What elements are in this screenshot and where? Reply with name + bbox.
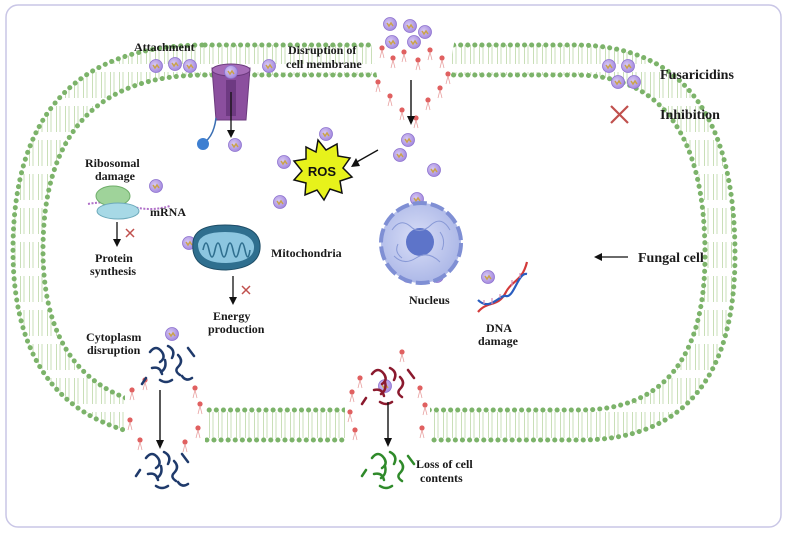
ros-label: ROS (308, 164, 337, 179)
ribosome (87, 185, 171, 220)
arrow-fungal-cell (594, 253, 628, 261)
arrow-loss-of-contents (384, 402, 392, 447)
label-cytoplasm-line2: disruption (87, 343, 141, 357)
mitochondria (192, 224, 261, 271)
label-fungal-cell: Fungal cell (638, 251, 704, 266)
cell-content-debris-green (360, 450, 416, 490)
label-energy-line2: production (208, 322, 265, 336)
label-dna-line1: DNA (486, 321, 512, 335)
arrow-cytoplasm (156, 390, 164, 449)
cytoplasm-debris-top (140, 344, 196, 386)
cell-content-debris-red (360, 366, 416, 406)
inhibition-icon-energy (241, 285, 251, 295)
label-mitochondria: Mitochondria (271, 246, 342, 260)
label-loss-line2: contents (420, 471, 463, 485)
cytoplasm-debris-bottom (134, 450, 190, 490)
arrow-energy-production (229, 276, 237, 305)
membrane-rupture-bottom-left (125, 376, 205, 455)
arrow-protein-synthesis (113, 222, 121, 247)
label-energy-line1: Energy (213, 309, 250, 323)
arrow-to-ros (351, 149, 379, 167)
label-protein-line1: Protein (95, 251, 133, 265)
label-ribosomal-line1: Ribosomal (85, 156, 140, 170)
label-cytoplasm-line1: Cytoplasm (86, 330, 141, 344)
dna-helix (477, 261, 529, 313)
label-protein-line2: synthesis (90, 264, 136, 278)
nucleus (379, 201, 463, 285)
label-disruption-line2: cell membrane (286, 57, 362, 71)
label-ribosomal-line2: damage (95, 169, 136, 183)
legend-inhibition: Inhibition (660, 108, 720, 123)
membrane-rupture-top (370, 38, 455, 129)
label-attachment: Attachment (134, 40, 195, 54)
inhibition-icon-protein (125, 228, 135, 238)
arrow-membrane-disruption (407, 80, 415, 125)
label-disruption-line1: Disruption of (288, 43, 357, 57)
legend: Fusaricidins Inhibition (601, 58, 734, 124)
label-dna-line2: damage (478, 334, 519, 348)
membrane-channel (197, 63, 251, 150)
ros-burst: ROS (292, 138, 354, 202)
inhibition-legend-icon (610, 105, 629, 124)
legend-fusaricidins: Fusaricidins (660, 68, 734, 83)
label-nucleus: Nucleus (409, 293, 450, 307)
label-mrna: mRNA (150, 205, 186, 219)
label-loss-line1: Loss of cell (416, 457, 473, 471)
